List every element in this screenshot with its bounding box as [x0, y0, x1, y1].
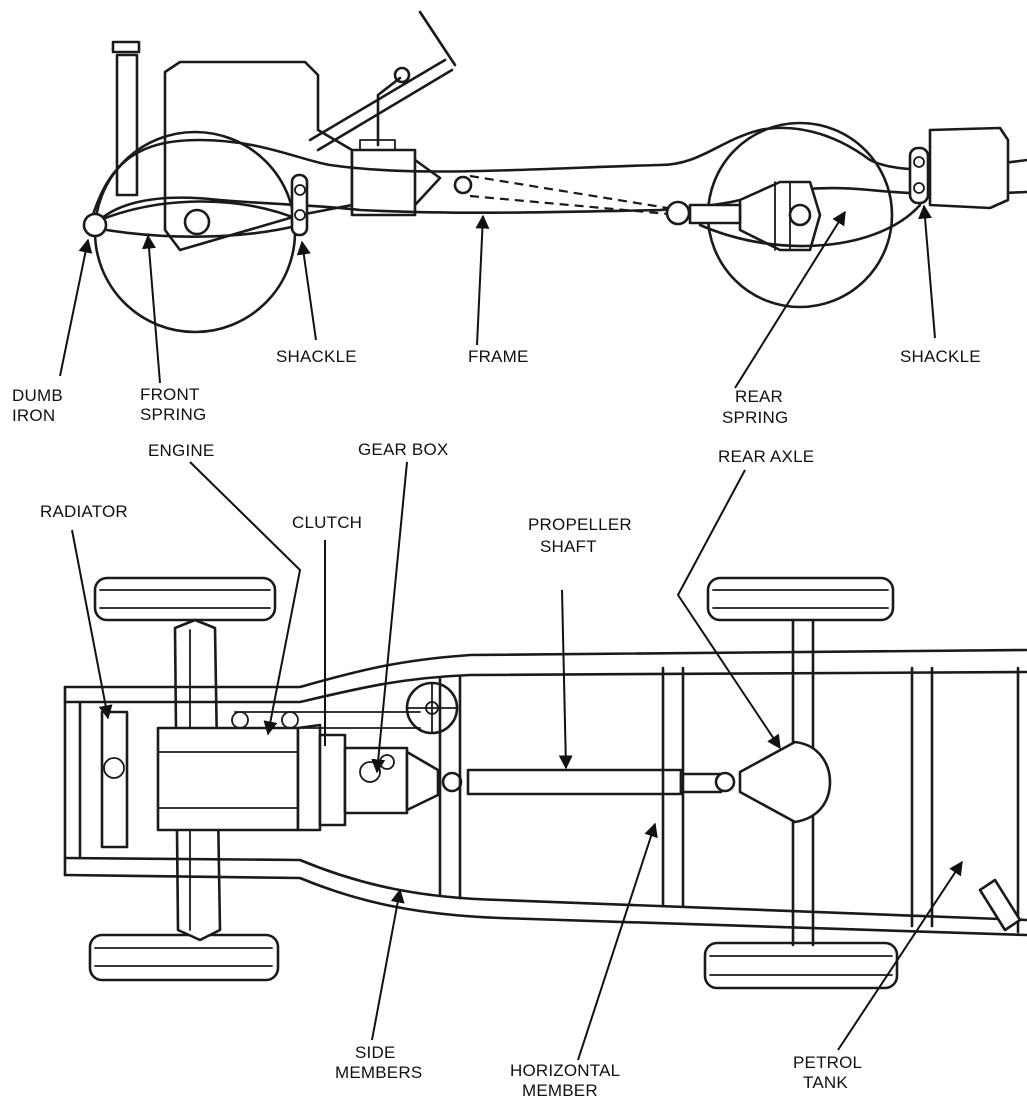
radiator-plan	[100, 710, 129, 849]
label-dumb-iron-2: IRON	[12, 406, 55, 425]
engine-plan	[156, 723, 322, 832]
label-propeller-shaft-1: PROPELLER	[528, 515, 632, 534]
label-side-members-1: SIDE	[355, 1043, 395, 1062]
label-engine: ENGINE	[148, 441, 214, 460]
plan-view	[63, 576, 1027, 990]
label-front-spring-1: FRONT	[140, 385, 200, 404]
front-shackle-side	[290, 173, 309, 237]
rear-axle-plan	[738, 740, 832, 824]
steering-wheel-plan	[405, 681, 459, 735]
label-shackle-rear: SHACKLE	[900, 347, 981, 366]
rear-wheels-plan	[703, 576, 899, 990]
labels: DUMB IRON FRONT SPRING SHACKLE FRAME REA…	[12, 347, 981, 1098]
frame-side	[90, 126, 1027, 230]
label-rear-axle: REAR AXLE	[718, 447, 814, 466]
label-petrol-tank-2: TANK	[803, 1073, 848, 1092]
gearbox-side	[350, 148, 417, 217]
leader-lines	[59, 204, 963, 1061]
propeller-shaft-plan	[441, 768, 736, 796]
label-shackle-front: SHACKLE	[276, 347, 357, 366]
label-horizontal-member-2: MEMBER	[522, 1081, 598, 1098]
petrol-tank-filler	[978, 878, 1022, 932]
label-gear-box: GEAR BOX	[358, 440, 448, 459]
label-side-members-2: MEMBERS	[335, 1063, 422, 1082]
steering-column	[308, 10, 457, 152]
side-members-plan	[63, 648, 1027, 937]
label-rear-spring-2: SPRING	[722, 408, 788, 427]
label-rear-spring-1: REAR	[735, 387, 783, 406]
side-view	[82, 10, 1027, 334]
horizontal-members-plan	[438, 666, 1020, 934]
label-petrol-tank-1: PETROL	[793, 1053, 862, 1072]
label-frame: FRAME	[468, 347, 529, 366]
label-clutch: CLUTCH	[292, 513, 362, 532]
label-horizontal-member-1: HORIZONTAL	[510, 1061, 620, 1080]
label-propeller-shaft-2: SHAFT	[540, 537, 597, 556]
label-dumb-iron-1: DUMB	[12, 386, 63, 405]
radiator-pipe	[111, 40, 141, 197]
label-radiator: RADIATOR	[40, 502, 128, 521]
rear-shackle-side	[908, 146, 930, 205]
label-front-spring-2: SPRING	[140, 405, 206, 424]
